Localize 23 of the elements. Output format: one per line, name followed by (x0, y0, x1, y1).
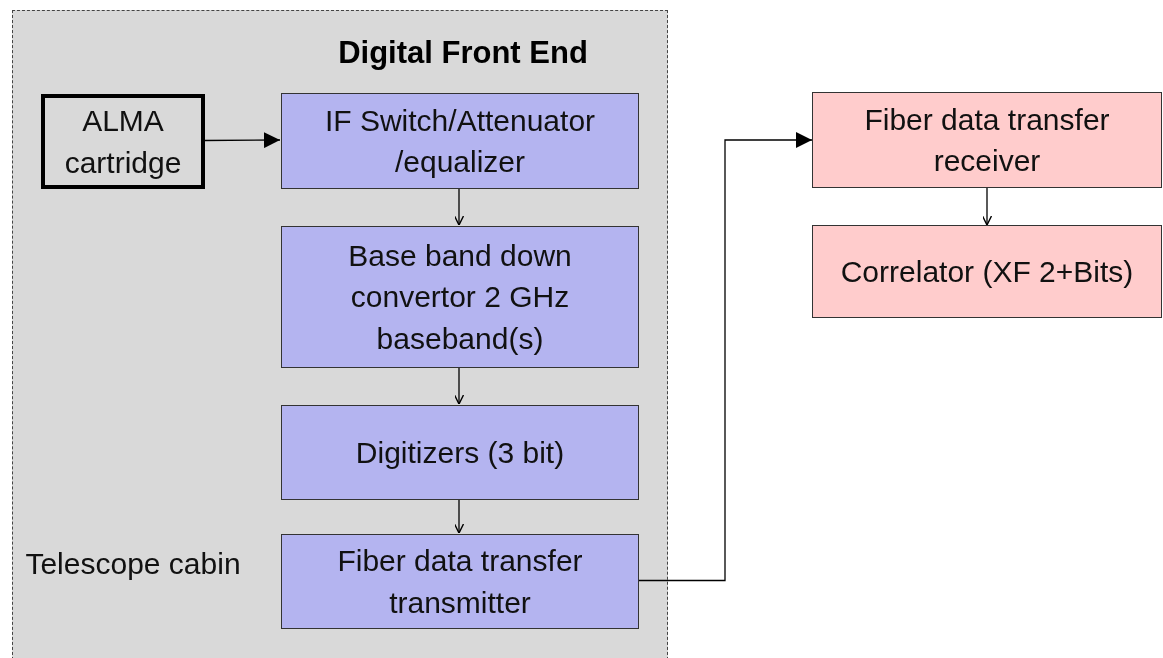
box-label: IF Switch/Attenuator /equalizer (323, 102, 597, 180)
box-label: Digitizers (3 bit) (355, 434, 565, 471)
process-box (41, 94, 205, 189)
arrow (453, 187, 465, 226)
panel-title: Digital Front End (337, 35, 589, 71)
panel-label: Telescope cabin (24, 546, 242, 582)
box-label: Fiber data transfer receiver (863, 101, 1111, 179)
process-box (281, 93, 639, 189)
box-label: Base band down convertor 2 GHz baseband(s) (347, 237, 573, 357)
arrow (203, 132, 281, 149)
box-label: Fiber data transfer transmitter (336, 543, 584, 621)
process-box (812, 92, 1162, 188)
process-box (281, 226, 639, 368)
process-box (281, 405, 639, 500)
arrow (453, 366, 465, 405)
dashed-group-panel (12, 10, 668, 658)
process-box (281, 534, 639, 629)
arrow (981, 187, 993, 226)
arrow (453, 498, 465, 534)
box-label: ALMA cartridge (63, 103, 183, 181)
arrow (637, 132, 813, 582)
box-label: Correlator (XF 2+Bits) (840, 253, 1134, 290)
process-box (812, 225, 1162, 318)
